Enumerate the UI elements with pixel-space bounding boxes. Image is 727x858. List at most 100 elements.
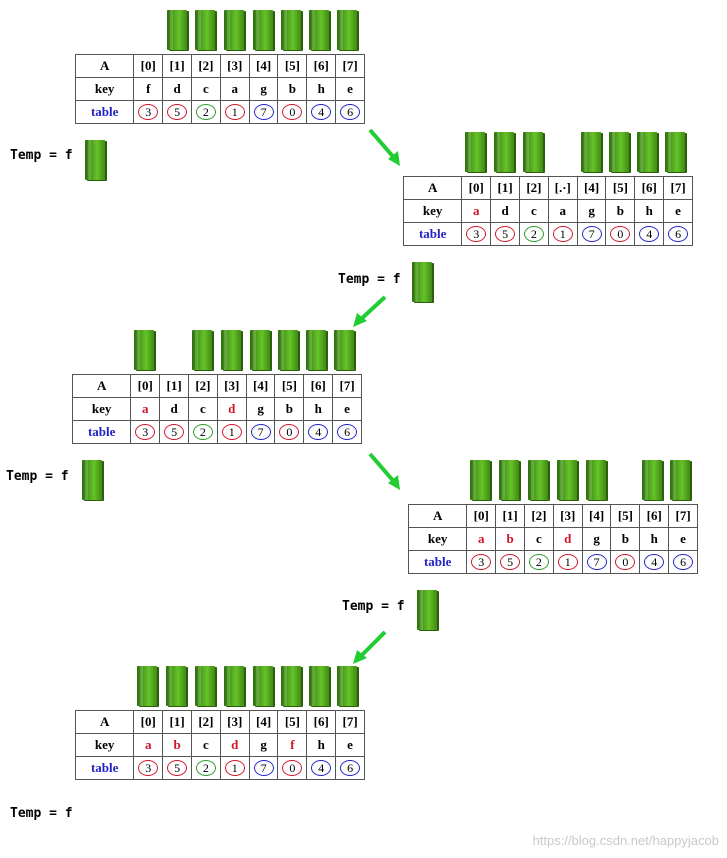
table-value: 4 [644, 554, 665, 570]
table-value: 0 [615, 554, 636, 570]
table-value: 7 [253, 104, 274, 120]
index-cell: [7] [335, 710, 365, 734]
index-cell: [.·] [547, 176, 578, 200]
index-cell: [0] [130, 374, 161, 398]
array-table: A [0] [1] [2] [3] [4] [5] [6] [7] key a … [74, 710, 365, 780]
array-table: A [0] [1] [2] [3] [4] [5] [6] [7] key a … [407, 504, 698, 574]
key-cell: d [490, 199, 520, 223]
index-cell: [7] [332, 374, 362, 398]
book-icon [224, 10, 244, 50]
temp-book-icon [85, 140, 105, 180]
book-icon [337, 666, 357, 706]
index-cell: [4] [576, 176, 607, 200]
table-value: 6 [340, 760, 361, 776]
key-cell: e [335, 733, 365, 757]
key-cell: d [552, 527, 583, 551]
row-label-A: A [71, 374, 132, 398]
table-value: 2 [195, 104, 216, 120]
table-value: 4 [311, 760, 332, 776]
index-cell: [2] [191, 54, 221, 78]
step-2: A [0] [1] [2] [.·] [4] [5] [6] [7] key a… [402, 132, 693, 252]
index-cell: [4] [248, 710, 279, 734]
index-cell: [1] [162, 54, 192, 78]
book-icon [494, 132, 514, 172]
index-cell: [4] [248, 54, 279, 78]
table-value: 3 [138, 104, 159, 120]
index-cell: [2] [191, 710, 221, 734]
book-icon [250, 330, 270, 370]
row-label-A: A [74, 54, 135, 78]
book-row [408, 460, 698, 504]
index-cell: [3] [219, 710, 250, 734]
table-value: 3 [135, 424, 156, 440]
row-label-key: key [407, 527, 468, 551]
index-cell: [1] [162, 710, 192, 734]
array-table: A [0] [1] [2] [.·] [4] [5] [6] [7] key a… [402, 176, 693, 246]
index-cell: [7] [663, 176, 693, 200]
array-table: A [0] [1] [2] [3] [4] [5] [6] [7] key a … [71, 374, 362, 444]
temp-label: Temp = f [10, 148, 73, 163]
index-cell: [1] [495, 504, 525, 528]
arrow-icon [368, 128, 400, 166]
book-icon [309, 666, 329, 706]
row-label-key: key [71, 397, 132, 421]
table-value: 4 [639, 226, 660, 242]
key-cell: d [219, 733, 250, 757]
watermark: https://blog.csdn.net/happyjacob [532, 833, 719, 848]
key-cell: g [576, 199, 607, 223]
key-cell: c [519, 199, 549, 223]
key-cell: h [639, 527, 670, 551]
index-cell: [2] [519, 176, 549, 200]
key-cell: b [162, 733, 192, 757]
book-icon [499, 460, 519, 500]
table-value: 7 [581, 226, 602, 242]
table-value: 5 [167, 760, 188, 776]
index-cell: [7] [335, 54, 365, 78]
table-value: 1 [552, 226, 573, 242]
table-value: 0 [279, 424, 300, 440]
index-cell: [7] [668, 504, 698, 528]
table-value: 5 [500, 554, 521, 570]
temp-label: Temp = f [10, 806, 73, 821]
book-icon [637, 132, 657, 172]
key-cell: g [248, 733, 279, 757]
book-icon [134, 330, 154, 370]
key-cell: e [663, 199, 693, 223]
index-cell: [2] [188, 374, 218, 398]
key-cell: a [133, 733, 164, 757]
index-cell: [5] [274, 374, 305, 398]
book-row [72, 330, 362, 374]
table-value: 1 [557, 554, 578, 570]
key-cell: f [277, 733, 308, 757]
book-icon [557, 460, 577, 500]
book-icon [642, 460, 662, 500]
row-label-table: table [402, 222, 463, 246]
key-cell: c [188, 397, 218, 421]
book-icon [670, 460, 690, 500]
temp-label: Temp = f [338, 272, 401, 287]
book-icon [309, 10, 329, 50]
table-value: 6 [668, 226, 689, 242]
book-icon [306, 330, 326, 370]
index-cell: [5] [277, 54, 308, 78]
book-icon [523, 132, 543, 172]
table-value: 4 [311, 104, 332, 120]
index-cell: [0] [461, 176, 492, 200]
key-cell: b [610, 527, 641, 551]
table-value: 0 [282, 760, 303, 776]
book-icon [609, 132, 629, 172]
table-value: 6 [340, 104, 361, 120]
key-cell: a [130, 397, 161, 421]
table-value: 4 [308, 424, 329, 440]
key-cell: a [461, 199, 492, 223]
book-icon [528, 460, 548, 500]
row-label-table: table [74, 756, 135, 780]
key-cell: b [495, 527, 525, 551]
table-value: 2 [195, 760, 216, 776]
table-value: 3 [466, 226, 487, 242]
index-cell: [4] [581, 504, 612, 528]
key-cell: h [306, 733, 337, 757]
key-cell: g [248, 77, 279, 101]
index-cell: [0] [133, 710, 164, 734]
key-cell: g [581, 527, 612, 551]
